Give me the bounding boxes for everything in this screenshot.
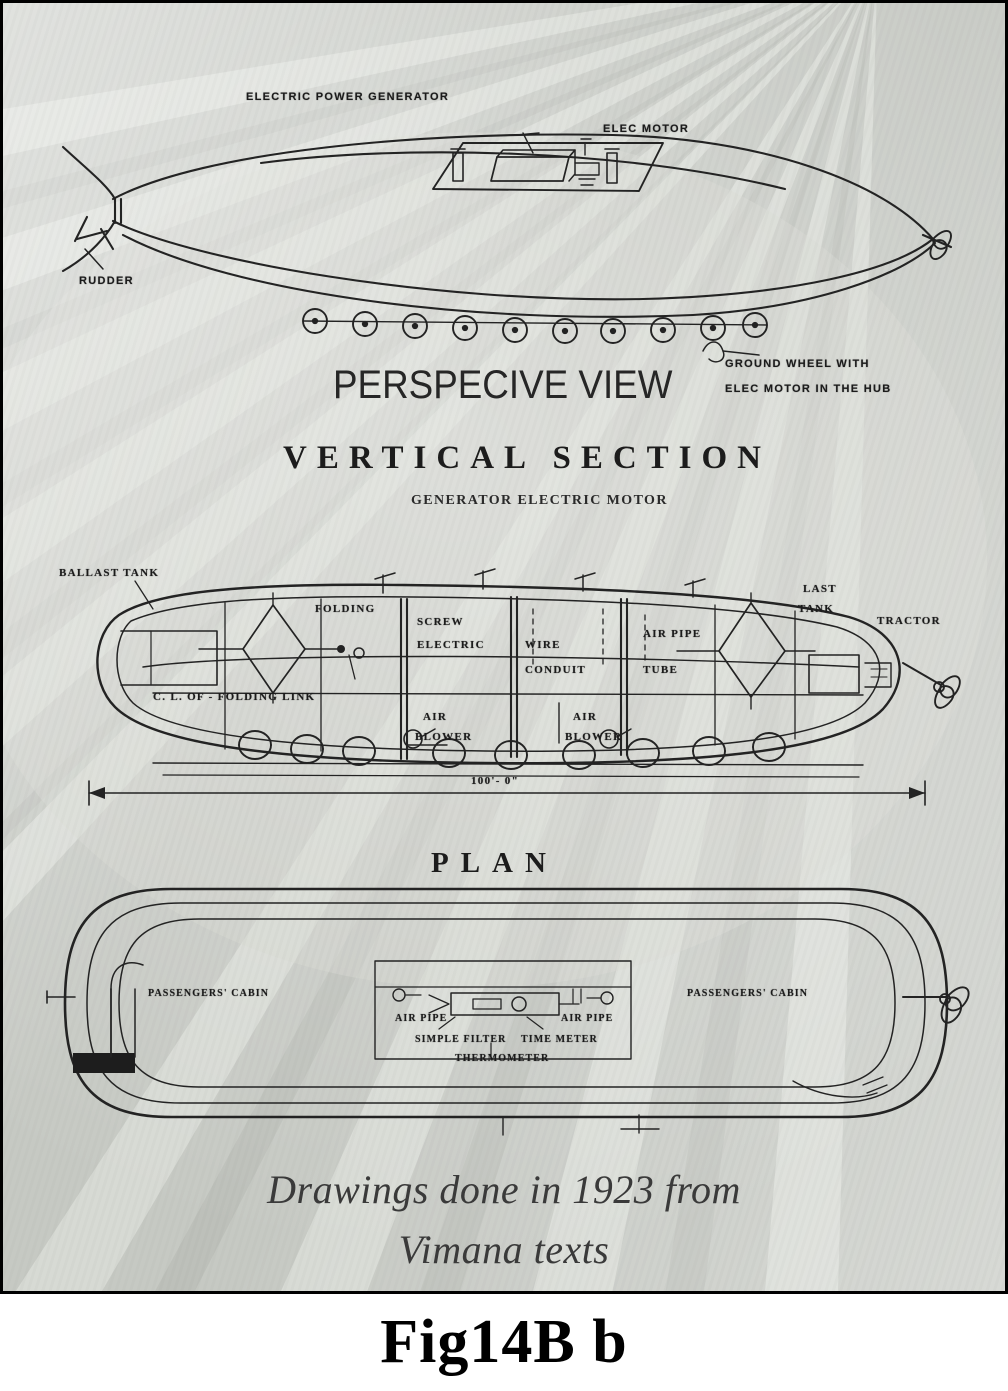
heading-perspective-view: PERSPECIVE VIEW	[333, 363, 673, 407]
perspective-view-drawing	[61, 132, 953, 363]
perspective-label-1: ELEC MOTOR	[603, 123, 690, 135]
vertical-section-label-6: AIR PIPE	[643, 628, 702, 640]
plan-label-2: AIR PIPE	[561, 1013, 614, 1024]
vertical-section-label-12: AIR	[423, 711, 448, 723]
perspective-label-4: ELEC MOTOR IN THE HUB	[725, 383, 892, 395]
drawing-note-line-1: Drawings done in 1923 from	[267, 1167, 741, 1212]
plan-view-drawing	[46, 887, 970, 1136]
plan-label-6: PASSENGERS' CABIN	[687, 988, 809, 999]
drawing-note-line-2: Vimana texts	[398, 1227, 610, 1272]
technical-drawing	[46, 132, 970, 1136]
vertical-section-label-10: TRACTOR	[877, 615, 941, 627]
vertical-section-label-2: SCREW	[417, 616, 464, 628]
vertical-section-label-3: ELECTRIC	[417, 639, 485, 651]
vertical-section-label-7: TUBE	[643, 664, 679, 676]
sunburst-background	[3, 3, 1005, 1291]
perspective-label-3: GROUND WHEEL WITH	[725, 358, 870, 370]
figure-caption: Fig14B b	[0, 1294, 1008, 1391]
vertical-section-label-9: TANK	[798, 603, 835, 615]
vertical-section-label-14: AIR	[573, 711, 598, 723]
perspective-label-2: RUDDER	[79, 275, 134, 287]
vertical-section-drawing	[88, 568, 961, 806]
heading-vertical-section: VERTICAL SECTION	[283, 440, 772, 476]
vertical-section-label-0: BALLAST TANK	[59, 567, 160, 579]
vertical-section-label-15: BLOWER	[565, 731, 623, 743]
vertical-section-label-11: C. L. OF - FOLDING LINK	[153, 691, 316, 703]
vertical-section-label-8: LAST	[803, 583, 837, 595]
vertical-section-label-4: WIRE	[525, 639, 561, 651]
figure-caption-text: Fig14B b	[380, 1308, 628, 1376]
plan-label-4: TIME METER	[521, 1034, 598, 1045]
scanned-drawing-plate: PERSPECIVE VIEW VERTICAL SECTION GENERAT…	[0, 0, 1008, 1294]
heading-vertical-section-subtitle: GENERATOR ELECTRIC MOTOR	[411, 493, 668, 508]
perspective-label-0: ELECTRIC POWER GENERATOR	[246, 91, 450, 103]
plan-label-0: PASSENGERS' CABIN	[148, 988, 270, 999]
plan-label-3: SIMPLE FILTER	[415, 1034, 507, 1045]
vertical-section-label-5: CONDUIT	[525, 664, 587, 676]
plan-label-1: AIR PIPE	[395, 1013, 448, 1024]
vertical-section-label-13: BLOWER	[415, 731, 473, 743]
vertical-section-label-1: FOLDING	[315, 603, 376, 615]
vertical-section-label-16: 100'- 0"	[471, 775, 519, 787]
plan-label-5: THERMOMETER	[455, 1053, 550, 1064]
heading-plan: PLAN	[431, 847, 558, 879]
